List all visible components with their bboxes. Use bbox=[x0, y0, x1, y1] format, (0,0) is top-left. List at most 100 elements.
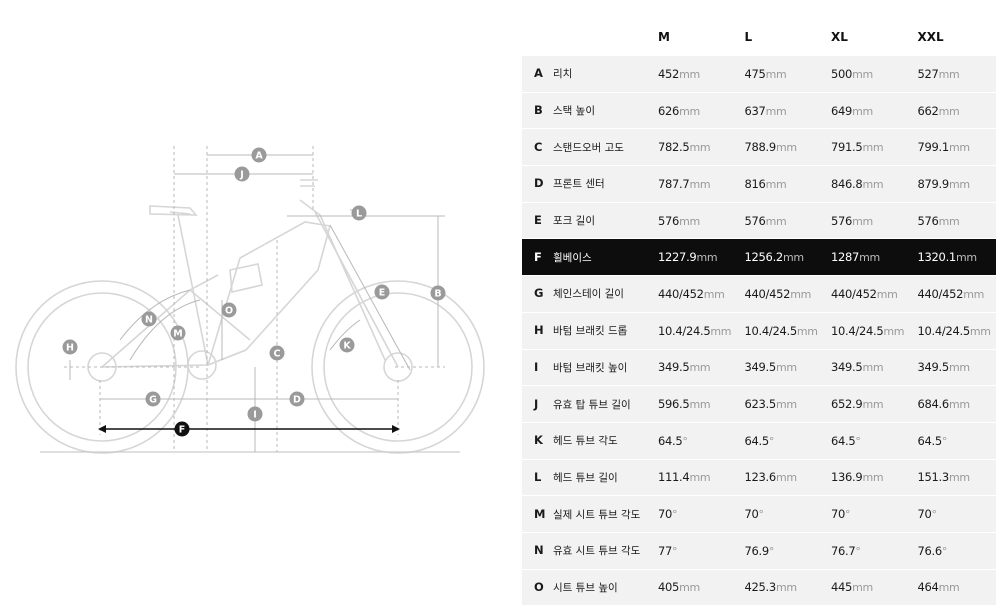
value-number: 70 bbox=[831, 507, 846, 522]
value-number: 77 bbox=[658, 543, 673, 558]
cell-value: 440/452mm bbox=[823, 275, 910, 313]
value-number: 452 bbox=[658, 66, 680, 81]
value-unit: mm bbox=[852, 214, 873, 228]
cell-value: 596.5mm bbox=[650, 385, 737, 423]
cell-value: 576mm bbox=[909, 202, 996, 240]
cell-value: 123.6mm bbox=[736, 459, 823, 497]
cell-value: 799.1mm bbox=[909, 128, 996, 167]
value-unit: mm bbox=[862, 471, 884, 485]
row-key: L bbox=[534, 469, 542, 484]
cell-value: 70° bbox=[823, 495, 910, 533]
row-key: D bbox=[534, 176, 544, 191]
size-header-row: M L XL XXL bbox=[522, 18, 996, 56]
marker-N: N bbox=[141, 311, 157, 327]
value-number: 791.5 bbox=[831, 140, 863, 155]
marker-M: M bbox=[170, 325, 186, 341]
value-number: 349.5 bbox=[658, 360, 690, 375]
marker-E: E bbox=[374, 284, 390, 300]
cell-value: 464mm bbox=[909, 569, 996, 607]
value-unit: ° bbox=[682, 434, 688, 448]
value-number: 626 bbox=[658, 103, 680, 118]
cell-value: 76.6° bbox=[909, 532, 996, 570]
svg-text:K: K bbox=[343, 341, 351, 352]
value-unit: mm bbox=[859, 251, 880, 265]
cell-value: 788.9mm bbox=[736, 128, 823, 167]
cell-value: 846.8mm bbox=[823, 165, 910, 203]
value-number: 623.5 bbox=[744, 397, 777, 412]
row-key: A bbox=[534, 66, 543, 81]
cell-value: 64.5° bbox=[823, 422, 910, 460]
row-key: H bbox=[534, 323, 544, 338]
value-number: 440/452 bbox=[917, 286, 964, 301]
value-unit: ° bbox=[672, 544, 678, 558]
svg-text:C: C bbox=[274, 349, 281, 360]
value-unit: mm bbox=[782, 251, 804, 265]
cell-value: 111.4mm bbox=[650, 459, 737, 497]
svg-text:E: E bbox=[379, 288, 386, 299]
svg-text:L: L bbox=[356, 209, 362, 220]
cell-value: 440/452mm bbox=[736, 275, 823, 313]
value-unit: mm bbox=[775, 581, 797, 595]
value-number: 64.5 bbox=[744, 433, 770, 448]
cell-value: 452mm bbox=[650, 56, 737, 93]
value-number: 788.9 bbox=[744, 140, 777, 155]
value-number: 576 bbox=[658, 213, 680, 228]
marker-O: O bbox=[221, 302, 237, 318]
value-number: 662 bbox=[917, 103, 939, 118]
cell-value: 816mm bbox=[736, 165, 823, 203]
cell-value: 349.5mm bbox=[736, 349, 823, 387]
marker-F: F bbox=[174, 421, 190, 437]
cell-value: 440/452mm bbox=[650, 275, 737, 313]
value-unit: mm bbox=[852, 581, 873, 595]
value-number: 76.9 bbox=[744, 543, 770, 558]
marker-C: C bbox=[269, 345, 285, 361]
value-unit: mm bbox=[938, 67, 960, 81]
value-number: 576 bbox=[744, 213, 766, 228]
svg-text:M: M bbox=[173, 329, 182, 340]
value-unit: mm bbox=[775, 471, 797, 485]
marker-A: A bbox=[251, 147, 267, 163]
value-number: 440/452 bbox=[744, 286, 791, 301]
value-number: 10.4/24.5 bbox=[917, 323, 971, 338]
cell-value: 77° bbox=[650, 532, 737, 570]
svg-text:H: H bbox=[66, 343, 74, 354]
value-number: 10.4/24.5 bbox=[658, 323, 711, 338]
row-name: 헤드 튜브 각도 bbox=[553, 435, 618, 448]
row-name: 리치 bbox=[553, 68, 573, 81]
cell-value: 576mm bbox=[736, 202, 823, 240]
cell-value: 649mm bbox=[823, 92, 910, 130]
value-unit: mm bbox=[796, 324, 818, 338]
value-number: 136.9 bbox=[831, 470, 863, 485]
cell-value: 576mm bbox=[650, 202, 737, 240]
cell-value: 637mm bbox=[736, 92, 823, 130]
value-number: 70 bbox=[917, 507, 932, 522]
svg-text:I: I bbox=[253, 410, 257, 421]
cell-value: 440/452mm bbox=[909, 275, 996, 313]
value-number: 10.4/24.5 bbox=[831, 323, 884, 338]
cell-value: 349.5mm bbox=[823, 349, 910, 387]
row-key: F bbox=[534, 249, 542, 264]
value-number: 440/452 bbox=[831, 286, 877, 301]
row-key: C bbox=[534, 139, 543, 154]
value-unit: mm bbox=[775, 361, 797, 375]
cell-value: 151.3mm bbox=[909, 459, 996, 497]
row-name: 시트 튜브 높이 bbox=[553, 581, 618, 594]
value-number: 596.5 bbox=[658, 397, 690, 412]
row-name: 헤드 튜브 길이 bbox=[553, 471, 618, 484]
cell-value: 791.5mm bbox=[823, 128, 910, 167]
value-unit: mm bbox=[948, 141, 970, 155]
svg-text:G: G bbox=[149, 395, 157, 406]
value-unit: ° bbox=[768, 434, 775, 448]
value-number: 879.9 bbox=[917, 176, 950, 191]
value-unit: mm bbox=[679, 67, 700, 81]
value-number: 1320.1 bbox=[917, 250, 957, 265]
cell-value: 475mm bbox=[736, 56, 823, 93]
value-number: 425.3 bbox=[744, 580, 777, 595]
row-name: 휠베이스 bbox=[553, 251, 592, 264]
value-unit: mm bbox=[765, 104, 787, 118]
cell-value: 626mm bbox=[650, 92, 737, 130]
